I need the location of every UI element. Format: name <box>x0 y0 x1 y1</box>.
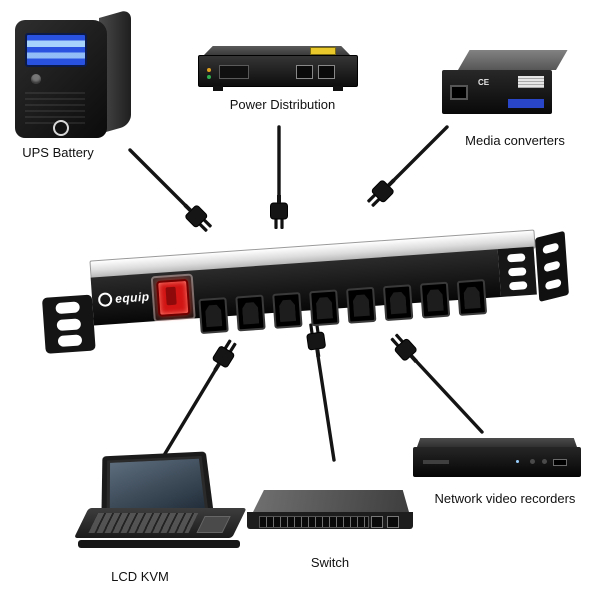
switch-connection <box>304 321 336 462</box>
outlet-socket-hole <box>279 299 296 322</box>
kvm-display <box>109 458 205 514</box>
nvr-top <box>417 438 577 447</box>
device-foot <box>213 86 223 91</box>
pdu-outlet-c13 <box>382 284 414 322</box>
white-label-sticker <box>518 76 544 88</box>
status-led-amber <box>207 68 211 72</box>
mounting-hole <box>507 253 526 263</box>
nvr-connection <box>386 330 484 434</box>
pdu-outlet-c13 <box>272 291 303 329</box>
ups-lcd-screen <box>25 33 87 67</box>
power-distribution-top <box>204 46 350 55</box>
outlet-socket-hole <box>426 289 443 312</box>
power-distribution-front <box>198 55 358 91</box>
mounting-hole <box>542 242 559 255</box>
mounting-hole <box>57 334 83 348</box>
mounting-hole <box>508 267 527 277</box>
lcd-kvm-image <box>74 450 247 565</box>
kvm-keyboard <box>88 513 199 533</box>
pdu-outlets <box>198 279 488 335</box>
nvr-button <box>542 459 547 464</box>
switch-port-row <box>259 516 369 528</box>
lcd-kvm-connection <box>161 336 241 459</box>
pdu-outlet-c13 <box>198 297 229 335</box>
uplink-port <box>387 516 399 528</box>
nvr-label: Network video recorders <box>434 491 576 506</box>
pdu-left-mounting-ear <box>41 294 96 354</box>
equip-logo-text: equip <box>114 289 151 306</box>
kvm-rail <box>78 540 240 548</box>
yellow-sticker <box>310 47 336 55</box>
ups-battery-image <box>15 8 135 144</box>
pdu-outlet-c13 <box>309 289 340 327</box>
blue-sticker <box>508 99 544 108</box>
ethernet-port <box>318 65 335 79</box>
equip-logo: equip <box>97 289 151 308</box>
mounting-hole <box>55 301 81 314</box>
media-converter-front: CE <box>442 70 552 114</box>
mounting-hole <box>56 317 82 331</box>
media-converters-label: Media converters <box>465 133 565 148</box>
switch-top <box>253 490 409 512</box>
switch-rocker <box>165 286 177 306</box>
nvr-button <box>530 459 535 464</box>
ce-marking: CE <box>478 78 490 87</box>
outlet-socket-hole <box>352 294 369 317</box>
ups-power-button <box>31 74 41 84</box>
power-distribution-image <box>198 46 358 96</box>
pdu-outlet-c13 <box>235 294 266 332</box>
power-distribution-display <box>219 65 249 79</box>
equip-logo-icon <box>97 292 113 308</box>
lcd-kvm-label: LCD KVM <box>111 569 169 584</box>
kvm-touchpad <box>196 516 231 533</box>
pdu-right-plate <box>497 246 537 297</box>
usb-port <box>553 459 567 466</box>
media-converter-top <box>458 50 568 70</box>
ups-front-panel <box>15 20 107 138</box>
pdu-outlet-c13 <box>419 281 451 319</box>
nvr-led <box>516 460 519 463</box>
power-distribution-label: Power Distribution <box>229 97 336 112</box>
switch-image <box>247 490 415 552</box>
outlet-socket-hole <box>205 304 222 327</box>
status-led-green <box>207 75 211 79</box>
power-distribution-plug-icon <box>270 194 288 230</box>
ups-brand-logo <box>53 120 69 136</box>
ups-vents <box>25 92 85 126</box>
pdu-outlet-c13 <box>456 279 488 316</box>
power-inlet <box>450 85 468 100</box>
mounting-hole <box>543 260 561 273</box>
kvm-keyboard-tray <box>74 508 247 538</box>
nvr-front <box>413 447 581 477</box>
outlet-socket-hole <box>389 291 406 314</box>
media-converters-connection <box>363 125 449 211</box>
media-converters-image: CE <box>442 50 568 122</box>
pdu-power-switch <box>156 278 191 317</box>
nvr-brand-mark <box>423 460 449 464</box>
ups-connection <box>128 148 216 236</box>
pdu-right-mounting-ear <box>534 230 569 302</box>
switch-label: Switch <box>310 555 350 570</box>
pdu-outlet-c13 <box>346 286 377 324</box>
outlet-socket-hole <box>242 301 259 324</box>
uplink-port <box>371 516 383 528</box>
ups-battery-label: UPS Battery <box>22 145 94 160</box>
switch-front <box>247 512 413 529</box>
nvr-image <box>413 438 581 486</box>
power-distribution-connection <box>270 125 288 230</box>
device-foot <box>333 86 343 91</box>
outlet-socket-hole <box>463 286 480 309</box>
outlet-socket-hole <box>316 296 333 319</box>
mounting-hole <box>508 281 528 291</box>
mounting-hole <box>545 278 562 291</box>
ethernet-port <box>296 65 313 79</box>
